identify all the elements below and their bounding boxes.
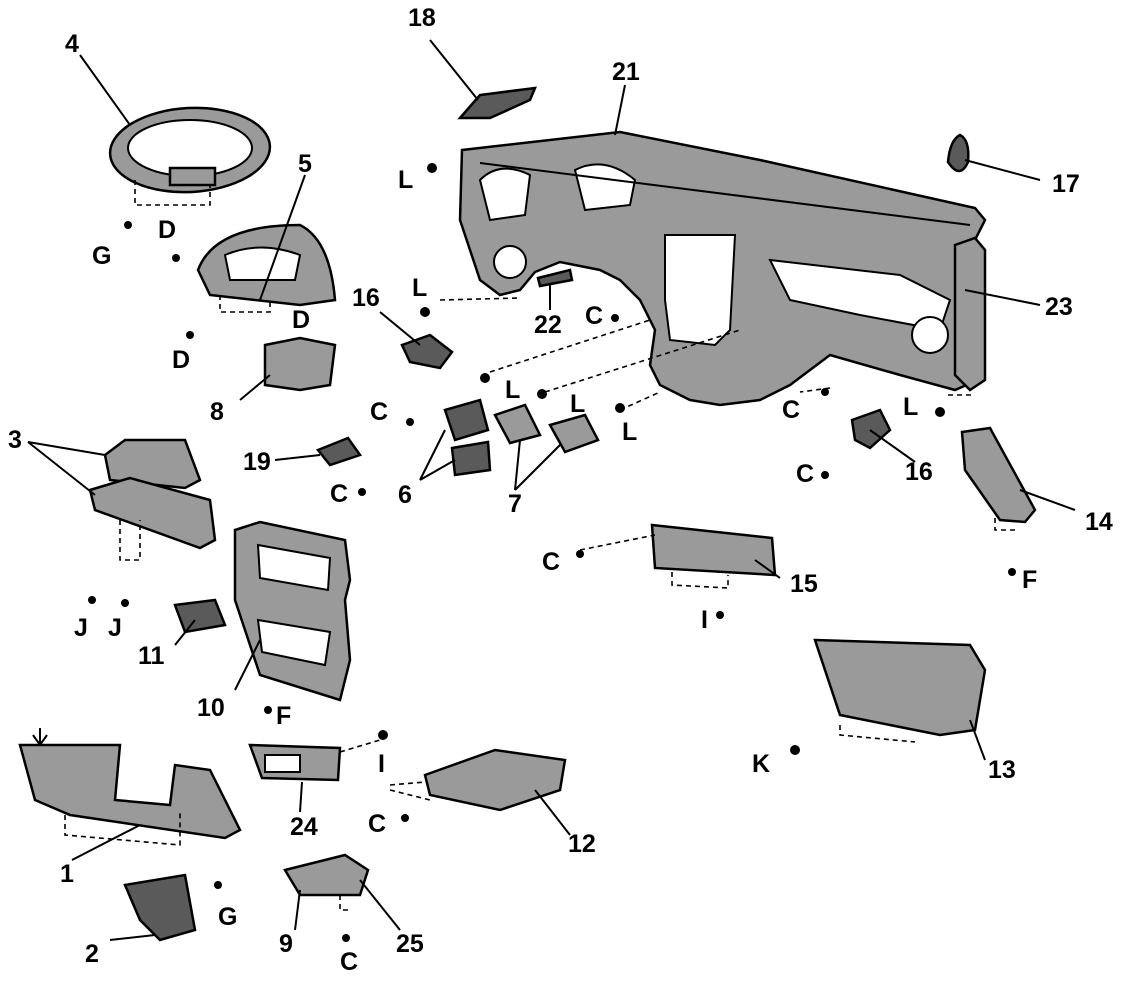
fastener-c-3: C bbox=[330, 480, 348, 508]
fastener-l-3: L bbox=[505, 376, 520, 404]
part-6-vent-grilles bbox=[443, 398, 492, 477]
callout-14: 14 bbox=[1085, 508, 1113, 536]
fastener-c-6: C bbox=[542, 548, 560, 576]
part-24-insert bbox=[248, 743, 342, 782]
fastener-c-2: C bbox=[370, 398, 388, 426]
callout-9: 9 bbox=[279, 930, 293, 958]
callout-19: 19 bbox=[243, 448, 271, 476]
callout-24: 24 bbox=[290, 813, 318, 841]
part-2-small-cover bbox=[123, 873, 197, 942]
part-5-combination-meter bbox=[196, 223, 337, 307]
fastener-c-1: C bbox=[585, 302, 603, 330]
callout-4: 4 bbox=[65, 30, 79, 58]
fastener-d-1: D bbox=[158, 216, 176, 244]
fastener-d-3: D bbox=[172, 346, 190, 374]
fastener-l-1: L bbox=[398, 166, 413, 194]
callout-16a: 16 bbox=[352, 284, 380, 312]
callout-12: 12 bbox=[568, 830, 596, 858]
callout-16b: 16 bbox=[905, 458, 933, 486]
fastener-l-4: L bbox=[570, 390, 585, 418]
part-12-bracket bbox=[423, 748, 567, 812]
part-16-switch-right bbox=[850, 408, 892, 450]
part-23-side-panel bbox=[953, 236, 987, 392]
callout-5: 5 bbox=[298, 150, 312, 178]
callout-6: 6 bbox=[398, 481, 412, 509]
fastener-labels: G D D D L L L L L L C C C C C C C C J J … bbox=[74, 166, 1037, 976]
fastener-f-2: F bbox=[276, 702, 291, 730]
callout-23: 23 bbox=[1045, 293, 1073, 321]
callout-11: 11 bbox=[138, 642, 165, 670]
callout-10: 10 bbox=[197, 694, 225, 722]
fastener-l-6: L bbox=[903, 393, 918, 421]
fastener-l-2: L bbox=[412, 274, 427, 302]
part-7-center-vents bbox=[493, 403, 600, 454]
part-9-25-switch-panel bbox=[283, 853, 370, 897]
part-21-instrument-panel bbox=[458, 130, 987, 407]
fastener-f-1: F bbox=[1022, 566, 1037, 594]
callout-7: 7 bbox=[508, 490, 522, 518]
fastener-k: K bbox=[752, 750, 770, 778]
part-19-clip bbox=[315, 436, 362, 467]
part-4-meter-bezel bbox=[108, 106, 272, 194]
part-13-glove-box bbox=[813, 638, 987, 737]
part-22-clips bbox=[536, 268, 574, 288]
callout-21: 21 bbox=[612, 58, 640, 86]
fastener-g-bottom: G bbox=[218, 903, 237, 931]
part-1-lower-panel bbox=[18, 728, 242, 840]
part-8-air-vent bbox=[263, 336, 337, 392]
callout-15: 15 bbox=[790, 570, 818, 598]
part-3-lower-cover bbox=[88, 438, 217, 550]
fastener-j-1: J bbox=[74, 614, 88, 642]
callout-13: 13 bbox=[988, 756, 1016, 784]
fastener-j-2: J bbox=[108, 614, 122, 642]
fastener-i-1: I bbox=[701, 606, 708, 634]
part-15-control-unit bbox=[650, 523, 777, 577]
callout-25: 25 bbox=[396, 930, 424, 958]
fastener-c-8: C bbox=[340, 948, 358, 976]
part-16-switch-left bbox=[400, 333, 454, 370]
leader-lines bbox=[27, 39, 1076, 941]
part-14-side-trim bbox=[960, 426, 1037, 524]
callout-17: 17 bbox=[1052, 170, 1080, 198]
fastener-glyphs bbox=[88, 163, 1016, 942]
part-callouts: 1 2 3 4 5 6 7 8 9 10 11 12 13 14 15 16 1… bbox=[8, 4, 1113, 968]
fastener-g-top: G bbox=[92, 242, 111, 270]
callout-22: 22 bbox=[534, 311, 562, 339]
callout-2: 2 bbox=[85, 940, 99, 968]
callout-1: 1 bbox=[60, 860, 74, 888]
fastener-d-2: D bbox=[292, 306, 310, 334]
callout-3: 3 bbox=[8, 426, 22, 454]
dashed-lines bbox=[64, 180, 1015, 911]
part-10-center-frame bbox=[233, 520, 352, 702]
fastener-c-7: C bbox=[368, 810, 386, 838]
fastener-i-2: I bbox=[378, 750, 385, 778]
callout-8: 8 bbox=[210, 398, 224, 426]
fastener-c-5: C bbox=[796, 460, 814, 488]
fastener-c-4: C bbox=[782, 396, 800, 424]
part-17-sensor bbox=[946, 133, 970, 173]
callout-18: 18 bbox=[408, 4, 436, 32]
part-11-vent bbox=[173, 598, 227, 634]
fastener-l-5: L bbox=[622, 418, 637, 446]
